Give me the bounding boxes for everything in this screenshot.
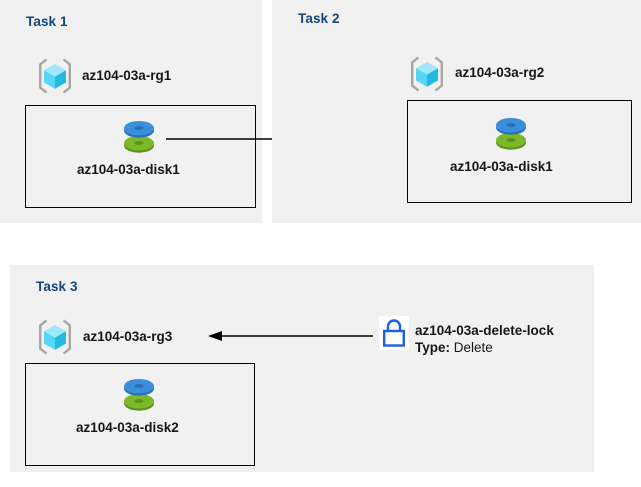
resource-group-icon (36, 318, 74, 356)
arrow-left-icon (208, 331, 373, 341)
resource-group-label: az104-03a-rg1 (82, 68, 172, 83)
task1-title: Task 1 (26, 14, 68, 29)
managed-disk-icon (490, 110, 532, 154)
lock-type-row: Type: Delete (415, 340, 493, 355)
lock-icon (379, 316, 409, 350)
resource-group-icon (36, 57, 74, 95)
disk-label: az104-03a-disk1 (77, 162, 180, 177)
lock-name-label: az104-03a-delete-lock (415, 323, 554, 338)
managed-disk-icon (118, 371, 160, 415)
task3-title: Task 3 (36, 279, 78, 294)
disk-label: az104-03a-disk2 (76, 420, 179, 435)
task2-resource-group-box (407, 100, 632, 203)
managed-disk-icon (118, 113, 160, 157)
resource-group-label: az104-03a-rg2 (455, 65, 545, 80)
task2-title: Task 2 (298, 11, 340, 26)
lock-type-key: Type: (415, 340, 451, 355)
resource-group-label: az104-03a-rg3 (83, 329, 173, 344)
lock-type-value: Delete (450, 340, 493, 355)
disk-label: az104-03a-disk1 (450, 159, 553, 174)
resource-group-icon (408, 55, 446, 93)
